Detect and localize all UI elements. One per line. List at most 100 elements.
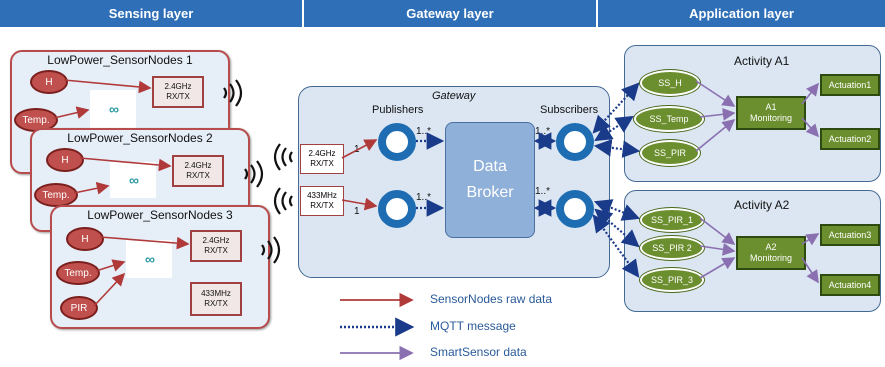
ss-a2-act2 bbox=[801, 257, 819, 284]
mqtt-a2-2 bbox=[594, 208, 640, 248]
ss-a2-act1 bbox=[801, 233, 820, 246]
radio-label: 2.4GHz RX/TX bbox=[164, 82, 192, 101]
ss-a1-act2 bbox=[801, 117, 820, 138]
activity-a2-title: Activity A2 bbox=[734, 198, 790, 212]
arrow-gw-radio-24 bbox=[341, 139, 378, 159]
monitor-line2: Monitoring bbox=[749, 253, 793, 263]
subscribers-label: Subscribers bbox=[540, 104, 599, 116]
ss-a2-2 bbox=[699, 243, 736, 256]
monitor-line1: A2 bbox=[765, 242, 777, 252]
arduino-logo-icon: ∞ bbox=[145, 251, 155, 267]
sensor-arrows bbox=[53, 79, 378, 307]
smartsensor-arrows bbox=[695, 80, 820, 284]
multiplicity-one-bottom: 1 bbox=[354, 206, 360, 217]
activity-a1-actuation-1: Actuation1 bbox=[820, 74, 880, 96]
activity-a2-actuation-1: Actuation3 bbox=[820, 224, 880, 246]
arrow-node2-temp bbox=[73, 181, 110, 195]
smart-sensor-label: SS_PIR_3 bbox=[650, 275, 694, 285]
activity-a2-sensor-3: SS_PIR_3 bbox=[639, 267, 705, 293]
ss-a1-3 bbox=[695, 118, 736, 152]
radio-line1: 433MHz bbox=[307, 191, 337, 200]
arduino-logo-icon: ∞ bbox=[129, 172, 139, 188]
sensor-node-3-pir-oval: PIR bbox=[60, 296, 98, 320]
radio-label: 2.4GHz RX/TX bbox=[184, 161, 212, 180]
actuation-label: Actuation2 bbox=[828, 133, 872, 144]
sensing-layer-header: Sensing layer bbox=[0, 0, 302, 27]
sensor-node-3-arduino: ∞ bbox=[126, 240, 172, 278]
legend-raw-label: SensorNodes raw data bbox=[430, 292, 553, 306]
gateway-layer-header: Gateway layer bbox=[304, 0, 596, 27]
activity-a1-sensor-1: SS_H bbox=[639, 69, 701, 97]
wireless-icon bbox=[244, 160, 264, 188]
subscriber-port-2 bbox=[556, 190, 594, 228]
publisher-port-2 bbox=[378, 190, 416, 228]
sensor-node-2-radio: 2.4GHz RX/TX bbox=[172, 155, 224, 187]
smart-sensor-label: SS_PIR bbox=[653, 148, 686, 158]
sensor-label: PIR bbox=[70, 302, 88, 314]
subscriber-port-1 bbox=[556, 123, 594, 161]
radio-line1: 2.4GHz bbox=[308, 149, 336, 158]
gateway-layer-label: Gateway layer bbox=[406, 6, 494, 21]
legend-mqtt-label: MQTT message bbox=[430, 319, 516, 333]
multiplicity-many-pub-bottom: 1..* bbox=[416, 192, 432, 203]
smart-sensor-label: SS_PIR 2 bbox=[652, 243, 692, 253]
broker-line1: Data bbox=[473, 158, 507, 175]
radio-line2: RX/TX bbox=[310, 201, 334, 210]
sensor-node-3-h-oval: H bbox=[66, 227, 104, 251]
arrow-node3-temp bbox=[95, 259, 126, 272]
mqtt-a1-2 bbox=[594, 115, 634, 142]
wireless-icon bbox=[223, 79, 243, 107]
arrow-node1-h bbox=[63, 79, 152, 94]
multiplicity-many-pub-top: 1..* bbox=[416, 126, 432, 137]
activity-a2-sensor-2: SS_PIR 2 bbox=[639, 235, 705, 261]
application-layer-label: Application layer bbox=[689, 6, 794, 21]
mqtt-a1-1 bbox=[592, 82, 640, 134]
sensor-node-2-h-oval: H bbox=[46, 148, 84, 172]
application-layer-header: Application layer bbox=[598, 0, 885, 27]
ss-a1-2 bbox=[699, 107, 736, 121]
wireless-icons bbox=[223, 79, 293, 264]
radio-label: 2.4GHz RX/TX bbox=[202, 236, 230, 255]
actuation-label: Actuation3 bbox=[828, 229, 872, 240]
sensor-label: H bbox=[61, 154, 69, 166]
sensor-node-1-title: LowPower_SensorNodes 1 bbox=[47, 53, 193, 67]
activity-a1-title: Activity A1 bbox=[734, 54, 790, 68]
gateway-radio-24: 2.4GHz RX/TX bbox=[300, 144, 344, 174]
mqtt-a2-3 bbox=[592, 214, 640, 278]
ss-a2-1 bbox=[699, 217, 736, 245]
smart-sensor-label: SS_PIR_1 bbox=[650, 215, 694, 225]
mqtt-arrows bbox=[416, 82, 641, 278]
sensing-layer-label: Sensing layer bbox=[108, 6, 194, 21]
sensor-node-1-arduino: ∞ bbox=[90, 90, 136, 128]
activity-a2-actuation-2: Actuation4 bbox=[820, 274, 880, 296]
data-broker: Data Broker bbox=[445, 122, 535, 238]
sensor-label: H bbox=[81, 233, 89, 245]
activity-a1-actuation-2: Actuation2 bbox=[820, 128, 880, 150]
sensor-label: Temp. bbox=[64, 267, 92, 279]
wireless-icon bbox=[273, 143, 293, 171]
sensor-node-3-temp-oval: Temp. bbox=[56, 261, 100, 285]
arrow-node2-h bbox=[79, 157, 172, 172]
sensor-label: Temp. bbox=[22, 114, 50, 126]
sensor-node-3-radio-433: 433MHz RX/TX bbox=[190, 282, 242, 316]
arrow-gw-radio-433 bbox=[341, 197, 378, 211]
arrow-node3-h bbox=[99, 236, 190, 250]
radio-line2: RX/TX bbox=[310, 159, 334, 168]
sensor-node-1-h-oval: H bbox=[30, 70, 68, 94]
activity-a1-sensor-3: SS_PIR bbox=[639, 139, 701, 167]
sensor-node-3-title: LowPower_SensorNodes 3 bbox=[87, 208, 233, 222]
gateway-title: Gateway bbox=[432, 90, 476, 102]
mqtt-a1-3 bbox=[593, 139, 641, 158]
publishers-label: Publishers bbox=[372, 104, 424, 116]
arrow-node3-pir bbox=[93, 272, 126, 307]
legend-smartsensor-label: SmartSensor data bbox=[430, 345, 527, 359]
radio-label: 433MHz RX/TX bbox=[201, 289, 231, 308]
activity-a1-sensor-2: SS_Temp bbox=[633, 105, 705, 133]
sensor-label: H bbox=[45, 76, 53, 88]
sensor-label: Temp. bbox=[42, 189, 70, 201]
ss-a1-act1 bbox=[801, 82, 819, 105]
ss-a2-3 bbox=[699, 257, 736, 279]
arrow-node1-temp bbox=[53, 106, 90, 119]
